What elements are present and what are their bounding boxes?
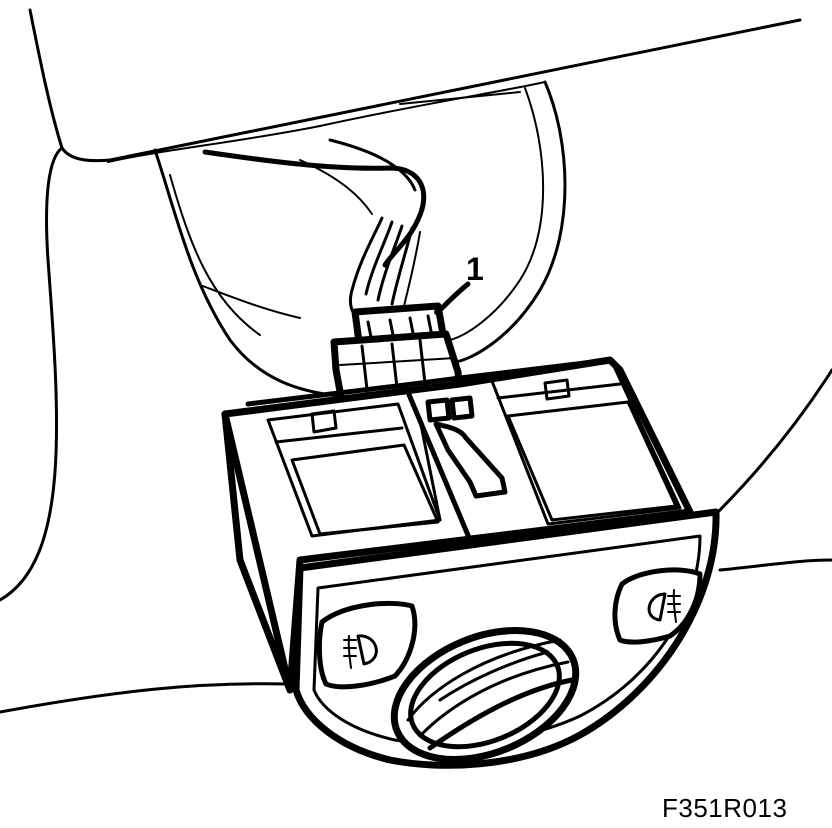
- front-fog-light-icon: [343, 634, 378, 669]
- callout-number: 1: [466, 251, 484, 287]
- wiring-harness: [202, 138, 427, 320]
- front-fog-light-switch: [316, 600, 418, 690]
- rear-fog-light-switch: [612, 567, 703, 645]
- headlight-rotary-knob: [390, 627, 580, 763]
- switch-housing: [221, 356, 694, 694]
- dashboard-trim: [0, 8, 832, 714]
- rear-fog-light-icon: [647, 589, 681, 623]
- figure-code: F351R013: [662, 793, 788, 823]
